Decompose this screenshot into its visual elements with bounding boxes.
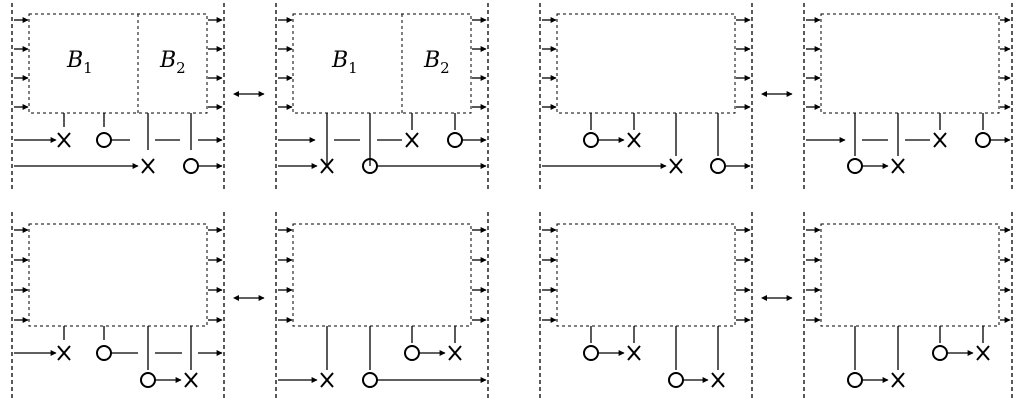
panel-3-row1-cross (627, 132, 641, 148)
panel-3-row1-circle (583, 132, 599, 148)
panel-1-row2-cross (141, 158, 155, 174)
panel-2-row2-cross (320, 158, 334, 174)
label-b2-panel-2: B2 (423, 48, 450, 77)
panel-1-row1-cross (57, 132, 71, 148)
panel-5-block-box (28, 223, 208, 327)
panel-1-row1-circle (96, 132, 112, 148)
panel-6-row2-circle (362, 372, 378, 388)
panel-8-row2-cross (891, 372, 905, 388)
panel-4-row1-cross (933, 132, 947, 148)
panel-4-row1-circle (975, 132, 991, 148)
panel-1-block-box (28, 13, 208, 114)
panel-5-row1-circle (96, 345, 112, 361)
panel-7-row1-cross (627, 345, 641, 361)
panel-2-row1-cross (405, 132, 419, 148)
panel-4-row2-circle (847, 158, 863, 174)
panel-8-row1-circle (932, 345, 948, 361)
panel-4-block-box (820, 13, 1000, 114)
panel-2-block-box (292, 13, 472, 114)
panel-4-row2-cross (891, 158, 905, 174)
panel-6-row1-cross (448, 345, 462, 361)
panel-3-row2-cross (669, 158, 683, 174)
relation-arrows (233, 91, 793, 301)
label-b2-panel-1: B2 (159, 48, 186, 77)
panel-7-row2-circle (668, 372, 684, 388)
panel-3-block-box (556, 13, 736, 114)
panel-6-row1-circle (404, 345, 420, 361)
panel-3-row2-circle (710, 158, 726, 174)
panel-5-row1-cross (57, 345, 71, 361)
panel-5-row2-cross (184, 372, 198, 388)
panel-8-row2-circle (847, 372, 863, 388)
panel-8-block-box (820, 223, 1000, 327)
label-b1-panel-1: B1 (66, 48, 93, 77)
panel-5-row2-circle (140, 372, 156, 388)
panel-8-row1-cross (976, 345, 990, 361)
panels (11, 3, 1013, 398)
panel-2-row1-circle (447, 132, 463, 148)
panel-6-row2-cross (320, 372, 334, 388)
panel-7-row1-circle (583, 345, 599, 361)
label-b1-panel-2: B1 (331, 48, 358, 77)
panel-1-row2-circle (183, 158, 199, 174)
panel-7-row2-cross (711, 372, 725, 388)
panel-7-block-box (556, 223, 736, 327)
panel-6-block-box (292, 223, 472, 327)
